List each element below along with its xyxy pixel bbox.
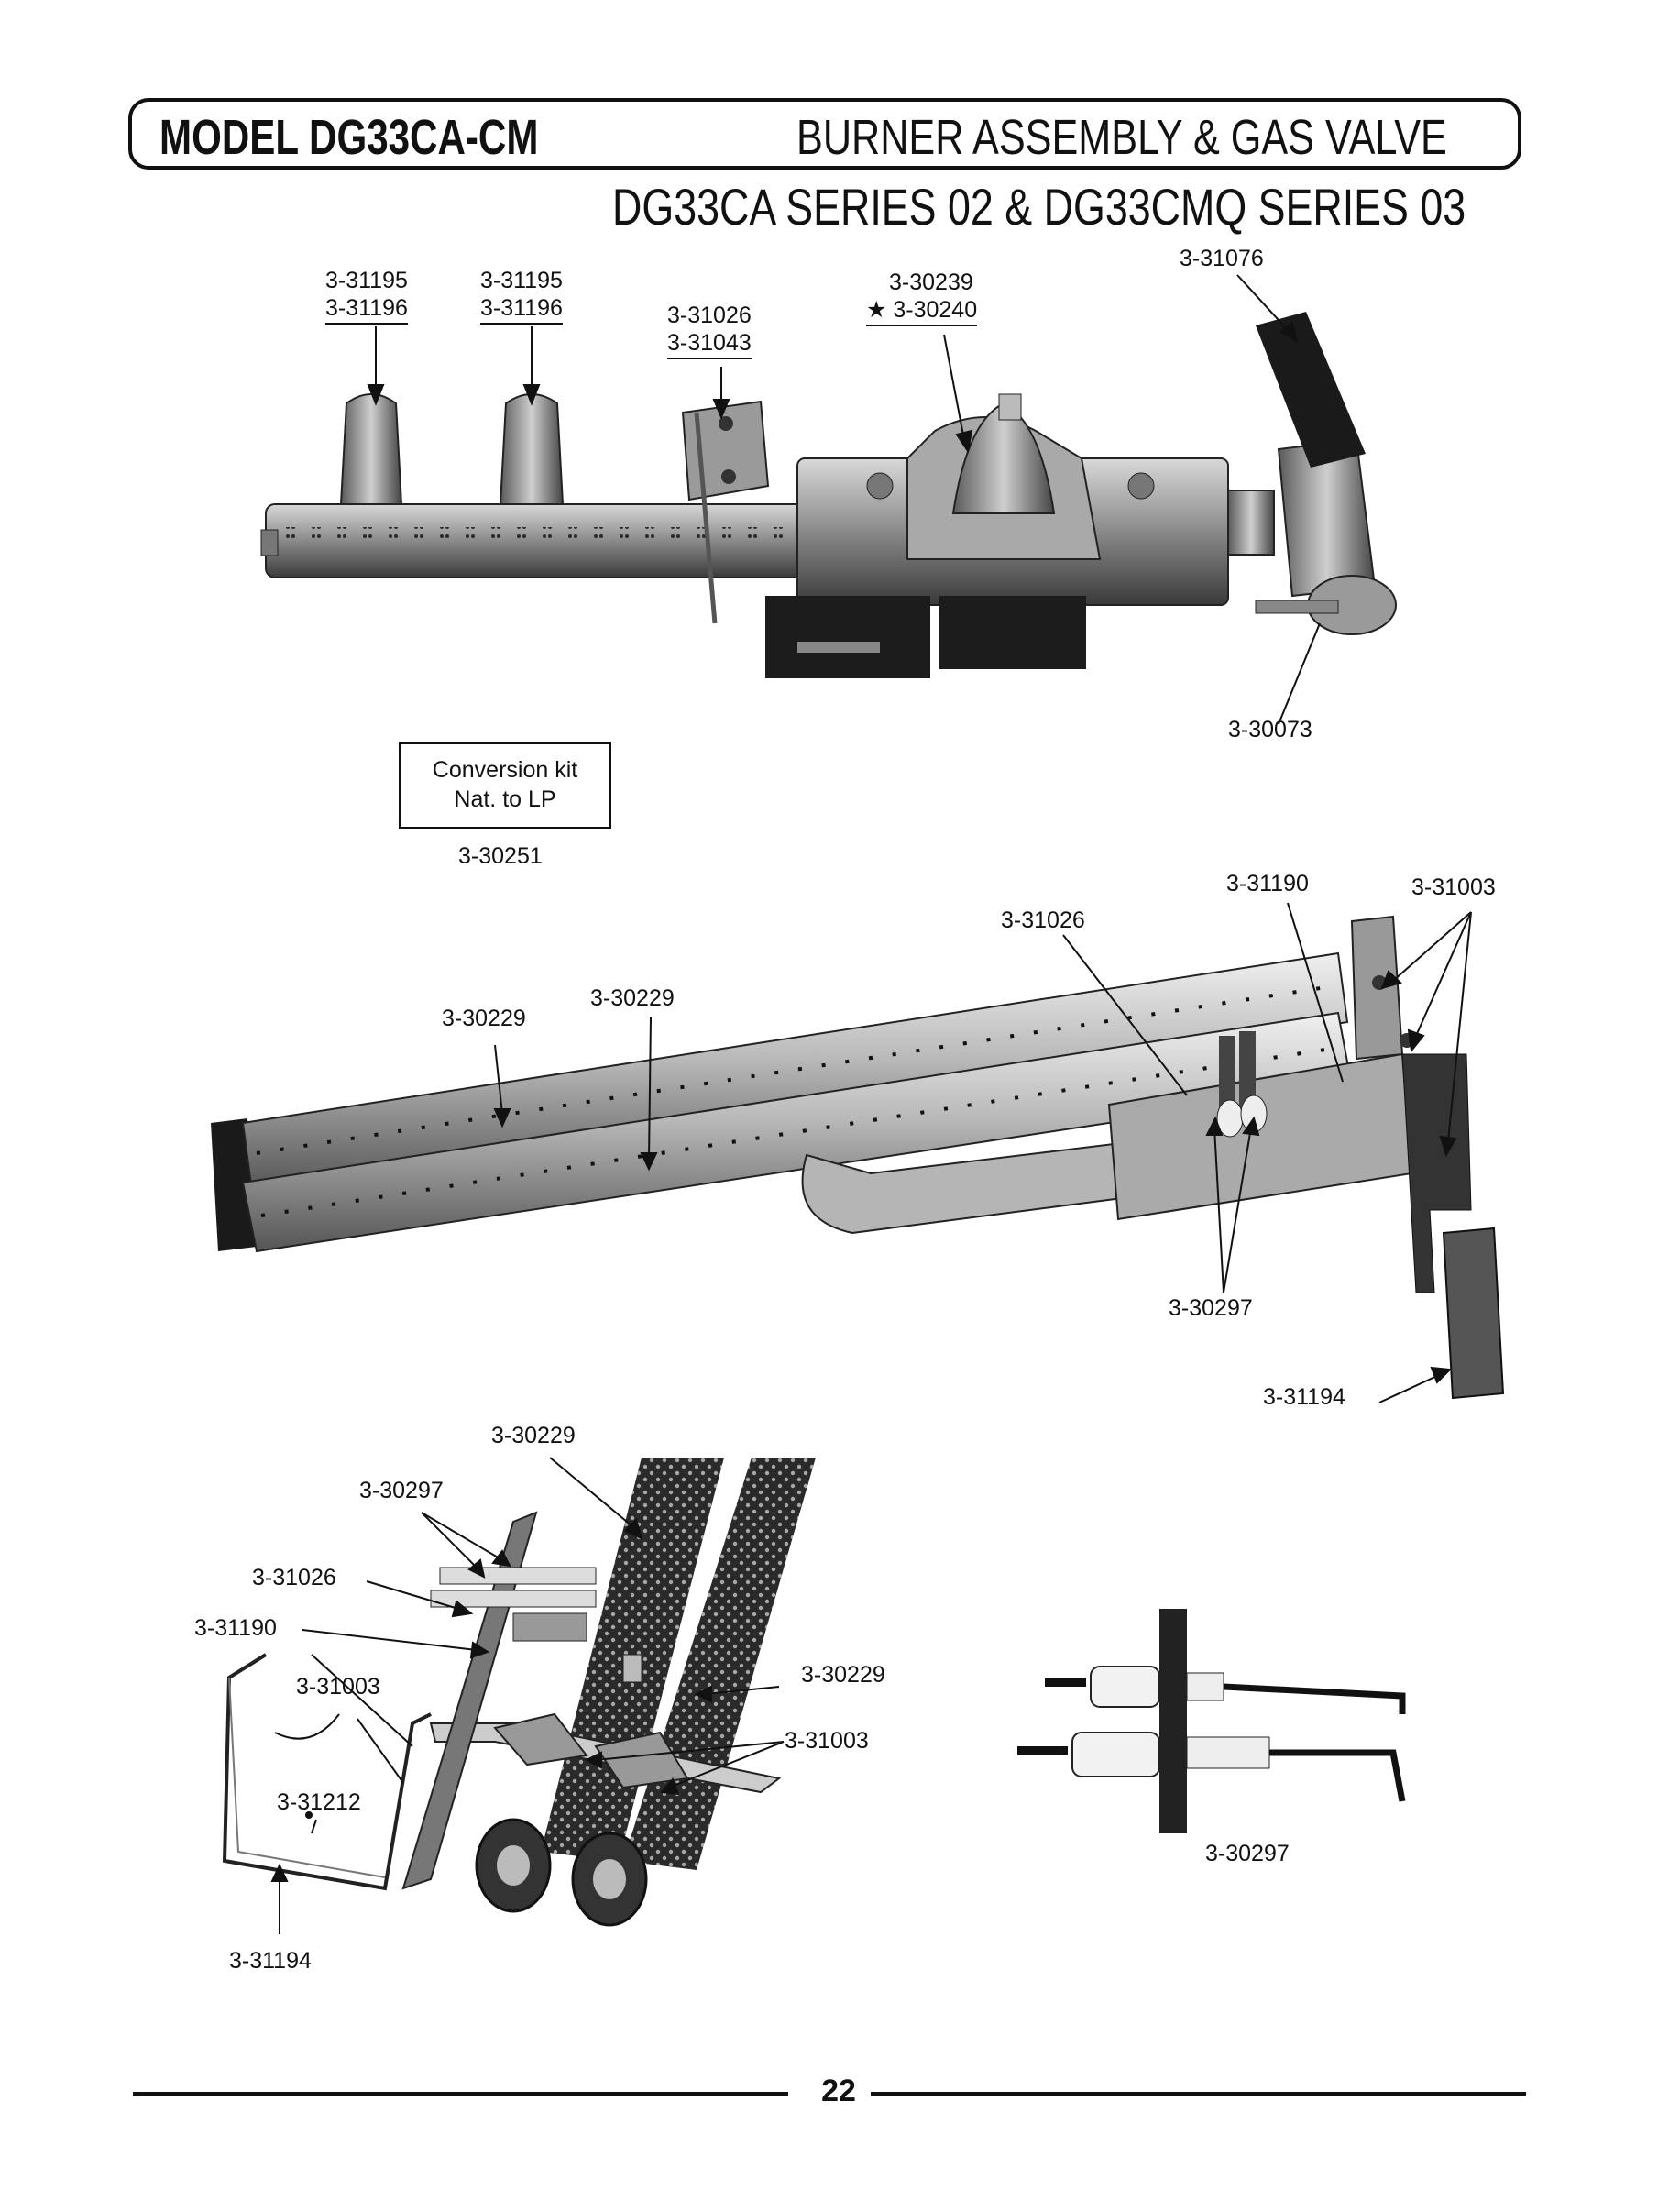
label-bracket-a: 3-31026 xyxy=(667,302,752,328)
label-fig2-screws: 3-31003 xyxy=(1411,874,1496,900)
section-title: BURNER ASSEMBLY & GAS VALVE xyxy=(796,110,1447,165)
figure3-burner-detail xyxy=(222,1457,816,1934)
page-number: 22 xyxy=(821,2074,856,2108)
label-pilot-tube: 3-31076 xyxy=(1180,246,1264,271)
orifice-left xyxy=(339,393,403,505)
label-fig3-bracket: 3-31026 xyxy=(252,1565,336,1590)
label-valve-b: ★ 3-30240 xyxy=(866,297,978,326)
shield-3-31194 xyxy=(1442,1226,1505,1400)
figure2-burner-tubes xyxy=(211,902,1505,1403)
label-orifice-left-b: 3-31196 xyxy=(325,295,408,324)
footer-rule-right xyxy=(871,2092,1526,2096)
header-box: MODEL DG33CA-CM BURNER ASSEMBLY & GAS VA… xyxy=(128,98,1521,170)
label-orifice-right-b: 3-31196 xyxy=(480,295,563,324)
label-fig3-igniter: 3-30297 xyxy=(359,1478,444,1503)
model-title: MODEL DG33CA-CM xyxy=(159,110,539,165)
label-orifice-right-a: 3-31195 xyxy=(480,268,563,293)
label-orifice-left-a: 3-31195 xyxy=(325,268,408,293)
label-fig2-bracket: 3-31026 xyxy=(1001,908,1085,933)
label-fig2-igniter: 3-30297 xyxy=(1169,1295,1253,1321)
manifold-pipe xyxy=(265,503,817,578)
label-valve-a: 3-30239 xyxy=(889,270,973,295)
burner-tube-back xyxy=(241,952,1349,1194)
footer-rule-left xyxy=(133,2092,788,2096)
label-burner-left: 3-30229 xyxy=(442,1006,526,1031)
kit-line-1: Conversion kit xyxy=(432,757,578,783)
label-fitting: 3-30073 xyxy=(1228,717,1312,742)
solenoid-left xyxy=(765,596,930,678)
kit-line-2: Nat. to LP xyxy=(454,786,556,812)
label-fig3-mount: 3-31190 xyxy=(194,1615,277,1641)
pilot-tube xyxy=(1256,312,1366,468)
label-fig2-shield: 3-31194 xyxy=(1263,1384,1345,1410)
label-fig4-igniter: 3-30297 xyxy=(1205,1841,1290,1866)
label-fig3-screws-right: 3-31003 xyxy=(785,1728,869,1754)
label-fig3-burner-right: 3-30229 xyxy=(801,1662,885,1688)
conversion-kit-box: Conversion kit Nat. to LP xyxy=(399,742,611,829)
figure4-igniter xyxy=(1017,1609,1406,1833)
igniter-plate xyxy=(1159,1609,1187,1833)
label-bracket-b: 3-31043 xyxy=(667,330,752,359)
label-fig2-mount: 3-31190 xyxy=(1226,871,1309,896)
solenoid-right xyxy=(939,596,1086,669)
label-fig3-shield: 3-31194 xyxy=(229,1948,312,1974)
label-conversion-kit-part: 3-30251 xyxy=(458,843,543,869)
orifice-right xyxy=(499,393,565,505)
label-burner-right: 3-30229 xyxy=(590,985,675,1011)
label-fig3-screws-left: 3-31003 xyxy=(296,1674,380,1700)
series-title: DG33CA SERIES 02 & DG33CMQ SERIES 03 xyxy=(612,178,1466,236)
figure1-manifold-valve xyxy=(260,274,1397,725)
label-fig3-clip: 3-31212 xyxy=(277,1789,361,1815)
label-fig3-burner-top: 3-30229 xyxy=(491,1423,576,1448)
